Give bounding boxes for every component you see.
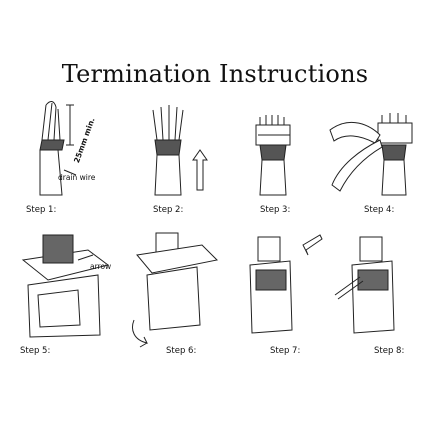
step-5-arrow-label: arrow: [90, 262, 112, 271]
step-8-panel: Step 8:: [330, 225, 425, 360]
step-4-caption: Step 4:: [364, 205, 395, 215]
step-6-illustration: [132, 232, 219, 348]
step-3-caption: Step 3:: [260, 205, 291, 215]
step-7-panel: Step 7:: [228, 225, 323, 360]
step-6-caption: Step 6:: [166, 346, 197, 356]
step-6-panel: Step 6:: [122, 225, 222, 360]
step-5-illustration: [21, 234, 110, 338]
step-1-illustration: [39, 101, 77, 196]
step-5-panel: arrow Step 5:: [8, 225, 118, 360]
step-7-caption: Step 7:: [270, 346, 301, 356]
step-3-illustration: [255, 115, 291, 196]
step-2-caption: Step 2:: [153, 205, 184, 215]
step-1-caption: Step 1:: [26, 205, 57, 215]
step-3-panel: Step 3:: [228, 95, 323, 220]
step-2-illustration: [152, 105, 208, 196]
step-2-panel: Step 2:: [123, 95, 218, 220]
step-7-illustration: [249, 234, 323, 334]
step-5-caption: Step 5:: [20, 346, 51, 356]
page-title: Termination Instructions: [61, 60, 369, 88]
step-1-panel: 25mm min. drain wire Step 1:: [18, 95, 113, 220]
step-8-illustration: [334, 236, 395, 334]
step-8-caption: Step 8:: [374, 346, 405, 356]
step-1-wire-label: drain wire: [58, 173, 96, 182]
step-4-panel: Step 4:: [320, 95, 425, 220]
step-4-illustration: [329, 113, 413, 196]
